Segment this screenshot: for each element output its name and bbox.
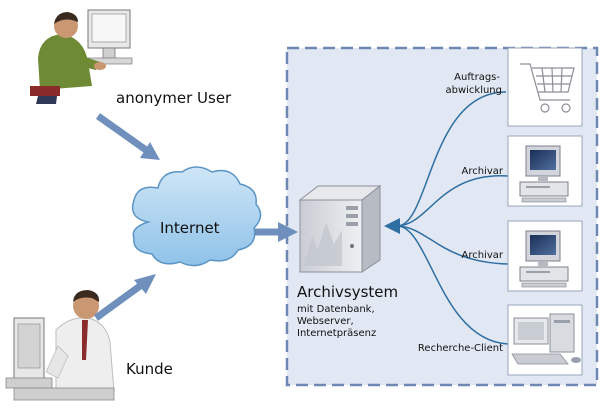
anonymous-user-figure: [30, 9, 133, 104]
shopping-cart-icon: [520, 63, 575, 113]
server-connectors: [397, 91, 509, 345]
connector-archivist-2: [397, 225, 509, 265]
customer-figure: [5, 290, 115, 401]
connector-research-client: [397, 225, 509, 345]
research-client-label: Recherche-Client: [418, 343, 503, 354]
archive-system-detail-2: Webserver,: [297, 316, 354, 327]
research-client-box: [507, 304, 583, 376]
internet-label: Internet: [160, 219, 220, 237]
archive-server-icon: [298, 184, 382, 273]
anonymous-user-label: anonymer User: [116, 89, 232, 107]
customer-to-internet-arrow: [93, 274, 156, 321]
connector-order-processing: [397, 91, 507, 227]
archivist-1-label: Archivar: [461, 166, 503, 177]
archive-system-detail-3: Internetpräsenz: [297, 328, 376, 339]
desktop-computer-icon: [519, 145, 569, 203]
user-to-internet-arrow: [95, 113, 160, 160]
workstation-icon: [511, 313, 581, 365]
desktop-computer-icon: [519, 230, 569, 288]
internet-cloud: [131, 166, 262, 267]
order-processing-box: [507, 47, 583, 127]
archive-system-title: Archivsystem: [297, 283, 398, 301]
archivist-1-box: [507, 135, 583, 207]
order-processing-label-line1: Auftrags-: [454, 72, 500, 83]
customer-label: Kunde: [126, 360, 173, 378]
archive-system-detail-1: mit Datenbank,: [297, 304, 375, 315]
server-connector-arrowhead: [384, 218, 400, 234]
archivist-2-box: [507, 220, 583, 292]
archivist-2-label: Archivar: [461, 250, 503, 261]
order-processing-label-line2: abwicklung: [445, 85, 502, 96]
connector-archivist-1: [397, 175, 509, 227]
